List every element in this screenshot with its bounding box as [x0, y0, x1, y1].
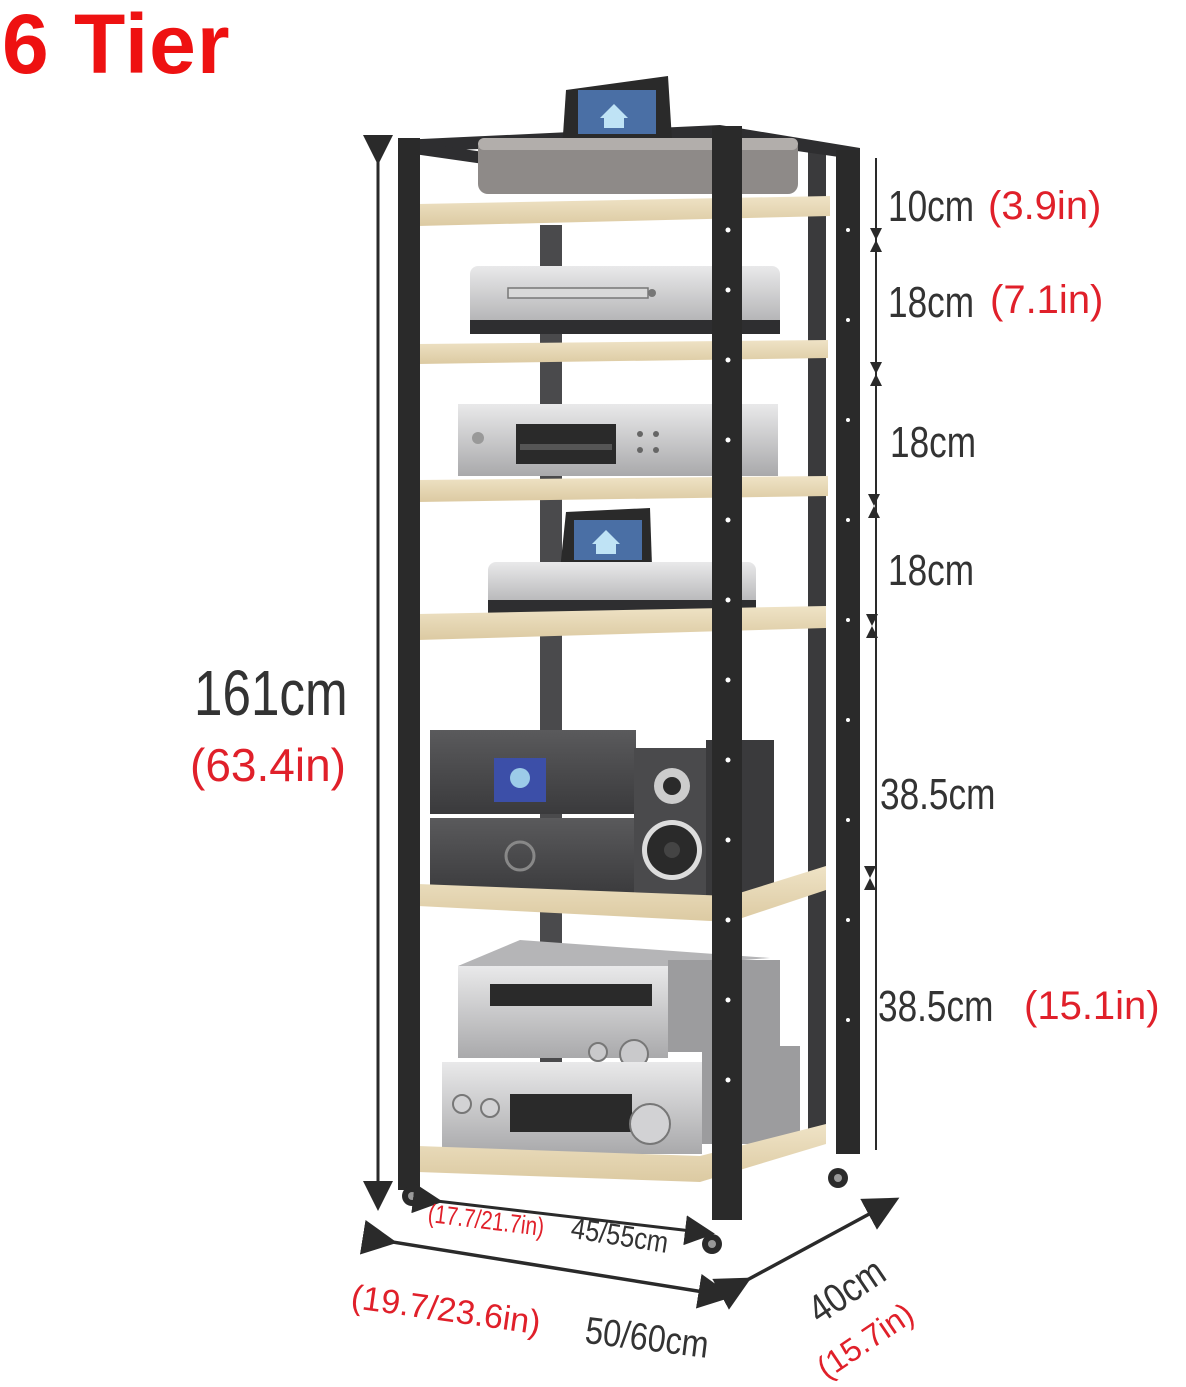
tier-separators — [864, 228, 882, 890]
tier-5-height-cm: 38.5cm — [880, 770, 996, 819]
tier-4-height-cm: 18cm — [888, 546, 975, 595]
total-height-in: (63.4in) — [190, 739, 346, 791]
page-title: 6 Tier — [2, 0, 231, 91]
tier-1-height-in: (3.9in) — [988, 184, 1102, 228]
device-tier-6 — [442, 940, 800, 1154]
tier-2-height-in: (7.1in) — [990, 278, 1104, 322]
tier-6-height-cm: 38.5cm — [878, 982, 994, 1031]
front-posts — [398, 126, 860, 1220]
dimension-lines — [359, 135, 900, 1310]
total-height-cm: 161cm — [194, 657, 348, 729]
tier-3-height-cm: 18cm — [890, 418, 977, 467]
tier-2-height-cm: 18cm — [888, 278, 975, 327]
device-tier-4 — [488, 508, 756, 614]
tier-1-height-cm: 10cm — [888, 182, 975, 231]
tier-6-height-in: (15.1in) — [1024, 984, 1160, 1028]
device-tier-2 — [470, 266, 780, 334]
